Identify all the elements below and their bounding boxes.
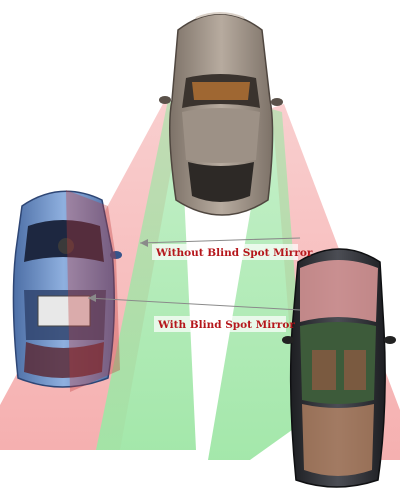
with-label-bg xyxy=(154,316,286,332)
without-blind-spot-mirror-label: Without Blind Spot Mirror xyxy=(155,247,313,259)
without-label-bg xyxy=(152,244,298,260)
left-visible-zone xyxy=(96,100,196,450)
with-pointer-line xyxy=(87,297,301,311)
pointer-lines xyxy=(87,237,301,311)
without-pointer-arrow xyxy=(140,239,148,247)
without-pointer-line xyxy=(139,237,301,244)
car-left-blue xyxy=(12,190,122,392)
with-pointer-arrow xyxy=(88,294,96,302)
right-visible-zone xyxy=(208,108,306,460)
car-top-gray xyxy=(159,12,283,216)
car-right-black xyxy=(282,248,396,488)
with-blind-spot-mirror-label: With Blind Spot Mirror xyxy=(157,319,295,331)
